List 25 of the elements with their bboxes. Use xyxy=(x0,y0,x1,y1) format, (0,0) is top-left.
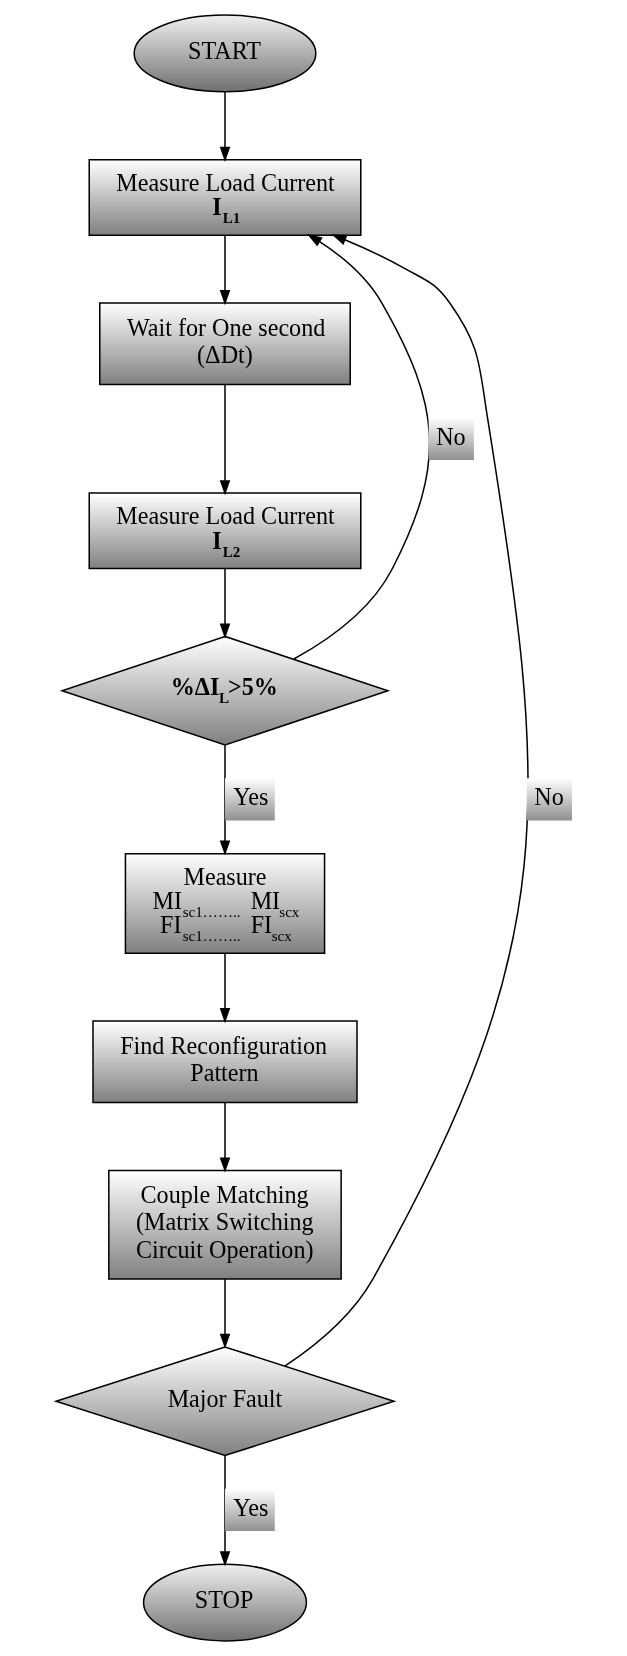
node-box: Couple Matching (Matrix Switching Circuit Operation) xyxy=(107,1169,342,1280)
arrow xyxy=(219,91,230,162)
node-diamond: %ΔI$_{L}$>5% xyxy=(59,635,390,746)
arrow xyxy=(219,1102,230,1173)
edge-label: Yes xyxy=(232,783,268,811)
arrow xyxy=(283,234,529,1367)
arrow xyxy=(219,235,230,306)
arrow xyxy=(219,1278,230,1349)
arrow xyxy=(219,384,230,496)
node-box: Wait for One second (ΔDt) xyxy=(98,302,351,386)
arrow xyxy=(219,567,230,639)
arrow xyxy=(219,744,230,856)
arrow xyxy=(292,234,430,660)
arrow xyxy=(219,952,230,1024)
node-box: Measure Load Current I$_{L1}$ xyxy=(87,158,362,236)
edge-label: No xyxy=(435,422,466,450)
node-box: Measure MI$_{sc1……..}$ MI$_{scx}$ FI$_{sc1……..}$ FI$_{scx}$ xyxy=(124,852,325,954)
node-ellipse: STOP xyxy=(142,1563,307,1642)
node-diamond: Major Fault xyxy=(53,1346,396,1457)
node-box: Measure Load Current I$_{L2}$ xyxy=(87,492,362,570)
node-box: Find Reconfiguration Pattern xyxy=(91,1020,358,1104)
arrow xyxy=(219,1455,230,1567)
edge-label: Yes xyxy=(232,1493,268,1521)
edge-label: No xyxy=(533,783,564,811)
node-ellipse: START xyxy=(132,14,317,93)
